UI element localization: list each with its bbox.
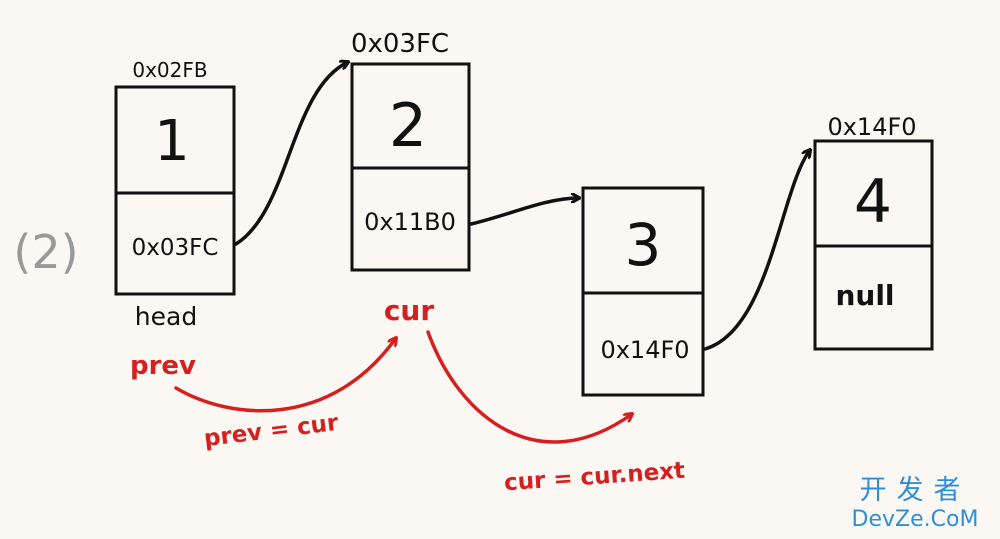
node-1-address: 0x02FB (132, 58, 207, 82)
site-watermark: 开发者 DevZe.CoM (840, 475, 990, 533)
prev-move-arrow (174, 338, 396, 413)
prev-pointer-label: prev (130, 351, 196, 381)
node-2: 0x03FC 2 0x11B0 (350, 29, 471, 272)
node-4-value: 4 (854, 167, 892, 237)
node-1: 0x02FB 1 0x03FC (114, 58, 236, 296)
watermark-en-text: DevZe.CoM (851, 507, 979, 532)
node-2-value: 2 (389, 91, 427, 161)
cur-pointer-label: cur (384, 294, 435, 327)
step-label: (2) (13, 225, 78, 279)
cur-assign-label: cur = cur.next (503, 458, 686, 497)
node-1-box (114, 85, 236, 296)
node-4-next: null (835, 279, 894, 312)
node-3-value: 3 (625, 211, 662, 279)
node-4: 0x14F0 4 null (813, 113, 934, 351)
node-3-next: 0x14F0 (600, 336, 689, 364)
link-arrow-1-to-2 (234, 62, 348, 246)
link-arrow-2-to-3 (469, 198, 579, 226)
head-pointer-label: head (135, 302, 197, 331)
watermark-cn-text: 开发者 (859, 475, 971, 506)
node-3: 3 0x14F0 (581, 186, 705, 397)
node-1-next: 0x03FC (132, 235, 219, 261)
link-arrow-3-to-4 (703, 150, 810, 351)
node-4-address: 0x14F0 (827, 113, 916, 141)
cur-move-arrow (426, 330, 632, 444)
prev-assign-label: prev = cur (203, 410, 341, 452)
node-2-next: 0x11B0 (364, 208, 456, 236)
node-1-value: 1 (154, 109, 190, 174)
node-2-address: 0x03FC (351, 29, 449, 59)
